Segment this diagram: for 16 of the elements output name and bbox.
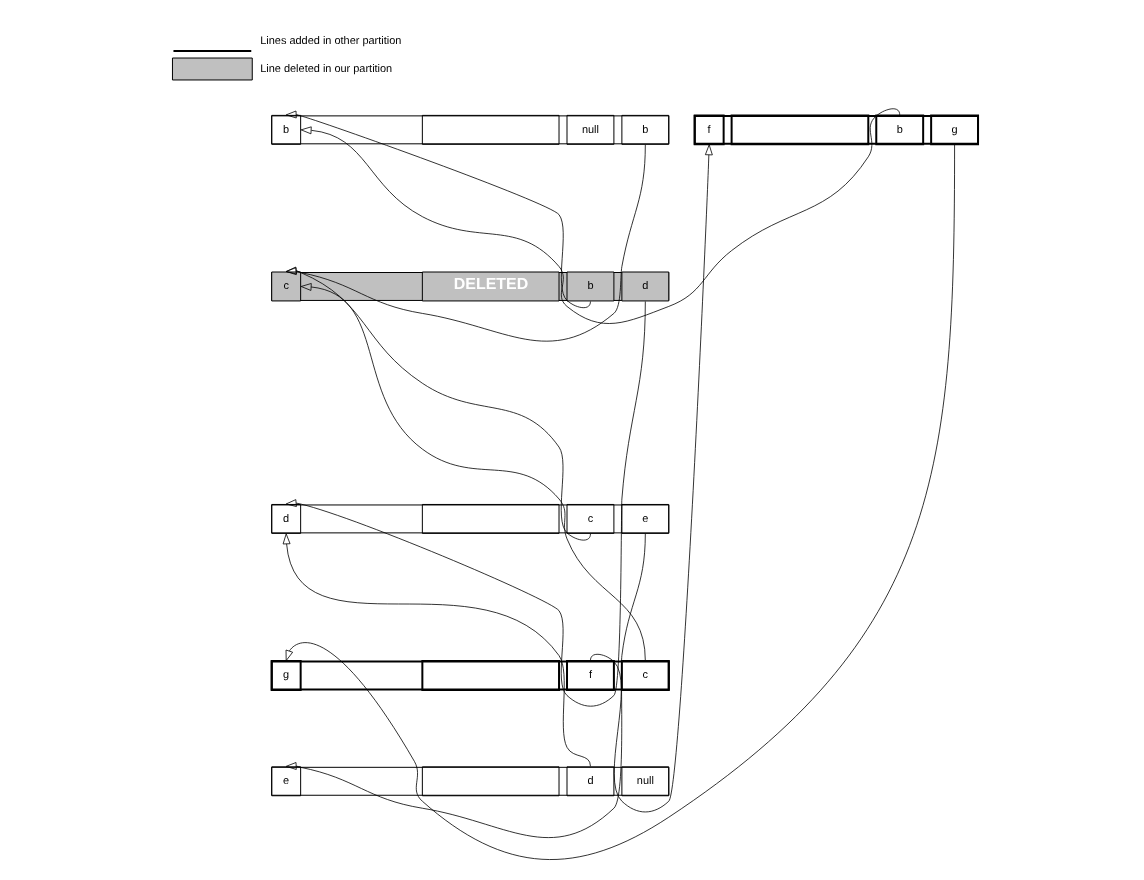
arrow	[300, 283, 646, 661]
node-box	[421, 114, 560, 145]
arrow	[285, 301, 646, 707]
node-box	[421, 766, 560, 797]
node-box	[730, 114, 870, 146]
arrow	[285, 110, 591, 309]
arrow	[285, 144, 955, 860]
arrow	[282, 533, 591, 767]
arrow	[285, 533, 646, 838]
node-box	[421, 503, 560, 534]
arrow	[300, 108, 901, 324]
arrow	[285, 266, 591, 541]
node-box	[421, 660, 561, 691]
arrow	[590, 144, 713, 813]
arrow	[285, 144, 646, 342]
node-box: DELETED	[421, 271, 560, 302]
